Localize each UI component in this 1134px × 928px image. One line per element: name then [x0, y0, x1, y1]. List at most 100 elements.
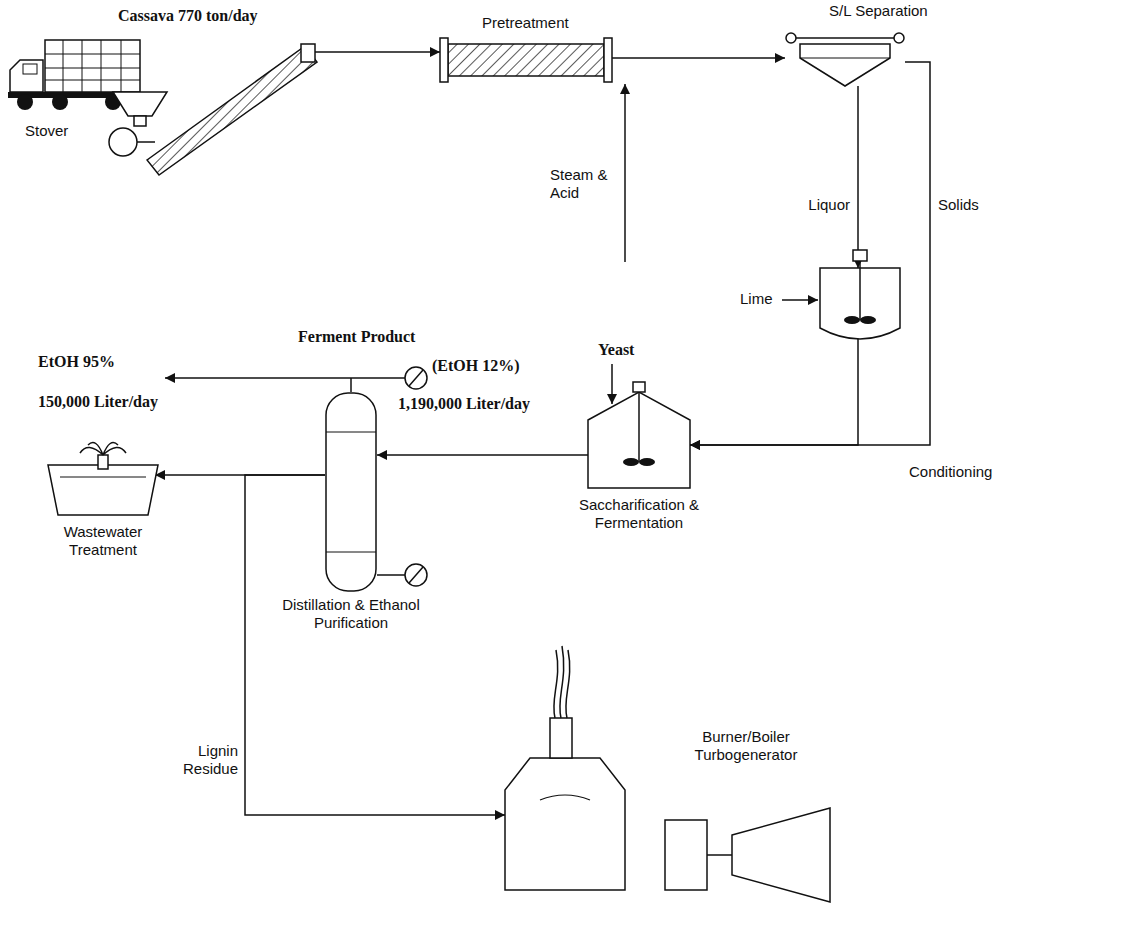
wastewater-basin-outline-part: [98, 455, 108, 469]
flow-rate: 1,190,000 Liter/day: [398, 394, 530, 413]
conditioning-tank-outline-part: [844, 316, 860, 324]
input-stream: Steam & Acid: [550, 166, 620, 202]
stream-label: Solids: [938, 196, 979, 214]
separator-unit-outline: [785, 28, 905, 88]
separator-unit-outline-part: [786, 33, 796, 43]
equipment-label: Conditioning: [909, 463, 992, 481]
flow-connector: [315, 51, 440, 53]
fermenter-outline-part: [638, 392, 640, 462]
equipment-label: Distillation & Ethanol Purification: [278, 596, 424, 632]
pretreatment-reactor-outline-part: [604, 38, 612, 82]
ethanol-product-line-part: [350, 378, 352, 392]
ethanol-product-line-part: [409, 370, 423, 386]
feed-truck-conveyor-outline-part: [23, 64, 37, 74]
separator-unit-outline-part: [800, 58, 890, 59]
conditioning-tank-outline-part: [859, 261, 861, 320]
reboiler-symbol-part: [377, 574, 405, 576]
feed-truck-conveyor-outline-part: [45, 40, 140, 92]
ethanol-product-line-part: [165, 377, 405, 379]
conditioning-tank: Conditioning: [815, 250, 905, 344]
conditioning-tank-outline-part: [853, 250, 867, 261]
equipment-label: Saccharification & Fermentation: [566, 496, 712, 532]
feed-truck-conveyor-outline-part: [147, 46, 317, 175]
boiler-turbogenerator-outline-part: [505, 758, 625, 890]
feed-truck-conveyor-outline-part: [10, 60, 43, 92]
stream-label: Lignin Residue: [172, 742, 238, 778]
boiler-turbogenerator-outline: [500, 640, 840, 895]
equipment-label: Burner/Boiler Turbogenerator: [682, 728, 810, 764]
ethanol-product-line: [165, 367, 427, 392]
flow-rate: 150,000 Liter/day: [38, 392, 158, 411]
wastewater-basin-outline: [48, 455, 158, 515]
boiler-turbogenerator: Burner/Boiler Turbogenerator: [500, 640, 840, 895]
feed-truck-conveyor-outline-part: [301, 44, 315, 62]
boiler-turbogenerator-outline-part: [554, 646, 570, 718]
feed-truck-conveyor-outline-part: [17, 94, 33, 110]
equipment-label: S/L Separation: [829, 2, 928, 20]
flow-connector: [690, 62, 930, 445]
fermenter-outline-part: [639, 458, 655, 466]
separator-unit-outline-part: [790, 37, 900, 39]
distillation-column-outline-part: [326, 393, 376, 591]
boiler-turbogenerator-outline-part: [540, 795, 590, 800]
fermenter-outline-part: [623, 458, 639, 466]
flow-connector: [377, 454, 588, 456]
wastewater-basin: Wastewater Treatment: [48, 455, 158, 515]
stream-label: Liquor: [796, 196, 850, 214]
equipment-label: Pretreatment: [482, 14, 569, 32]
steam-acid-arrow-part: [624, 84, 626, 262]
boiler-turbogenerator-outline-part: [550, 718, 572, 758]
feed-truck-conveyor-outline-part: [137, 141, 155, 143]
reboiler-symbol-part: [405, 564, 427, 586]
fermenter-outline-part: [633, 382, 645, 392]
feed-truck-conveyor-outline: [5, 30, 315, 180]
wastewater-basin-outline-part: [80, 443, 126, 455]
input-stream: Yeast: [598, 340, 634, 359]
wastewater-basin-outline-part: [60, 477, 146, 478]
input-stream: Lime: [740, 290, 773, 308]
distillation-column: Distillation & Ethanol Purification: [325, 392, 377, 592]
lime-arrow: [782, 299, 818, 301]
equipment-label: Wastewater Treatment: [38, 523, 168, 559]
separator-unit: S/L Separation: [785, 28, 905, 88]
steam-acid-arrow: [624, 84, 626, 262]
concentration: (EtOH 12%): [432, 356, 520, 375]
reboiler-symbol: [377, 564, 427, 586]
feed-truck-conveyor-outline-part: [109, 128, 137, 156]
boiler-turbogenerator-outline-part: [665, 820, 707, 890]
boiler-turbogenerator-outline-part: [707, 854, 732, 856]
wastewater-basin-outline-part: [48, 465, 158, 515]
pretreatment-reactor-outline-part: [448, 44, 604, 76]
distillation-column-outline-part: [326, 432, 376, 552]
separator-unit-outline-part: [800, 44, 890, 86]
pretreatment-reactor-outline: [440, 38, 612, 82]
flow-connector: [612, 57, 785, 59]
feed-truck-conveyor-outline-part: [45, 40, 140, 92]
feed-truck-conveyor-outline-part: [113, 92, 167, 116]
separator-unit-outline-part: [894, 33, 904, 43]
conditioning-tank-outline: [815, 250, 905, 344]
yeast-arrow: [611, 364, 613, 404]
pretreatment-reactor-outline-part: [440, 38, 448, 82]
flow-connector: [857, 86, 859, 268]
lime-arrow-part: [782, 299, 818, 301]
distillation-column-outline: [325, 392, 377, 592]
reboiler-symbol-part: [409, 567, 423, 583]
yeast-arrow-part: [611, 364, 613, 404]
feed-truck-conveyor-outline-part: [134, 116, 146, 126]
product-name: EtOH 95%: [38, 352, 115, 371]
conditioning-tank-outline-part: [860, 316, 876, 324]
fermenter-outline: [588, 392, 690, 488]
boiler-turbogenerator-outline-part: [732, 808, 830, 902]
ethanol-product-line-part: [405, 367, 427, 389]
fermenter-outline-part: [588, 392, 690, 488]
stream-name: Ferment Product: [298, 327, 415, 346]
feed-truck-conveyor-outline-part: [52, 94, 68, 110]
equipment-label: Stover: [25, 122, 68, 140]
feed-truck-conveyor: Stover: [5, 30, 315, 180]
feed-rate: Cassava 770 ton/day: [118, 6, 258, 25]
pretreatment-reactor: Pretreatment: [440, 38, 612, 82]
flow-connector: [690, 336, 858, 445]
